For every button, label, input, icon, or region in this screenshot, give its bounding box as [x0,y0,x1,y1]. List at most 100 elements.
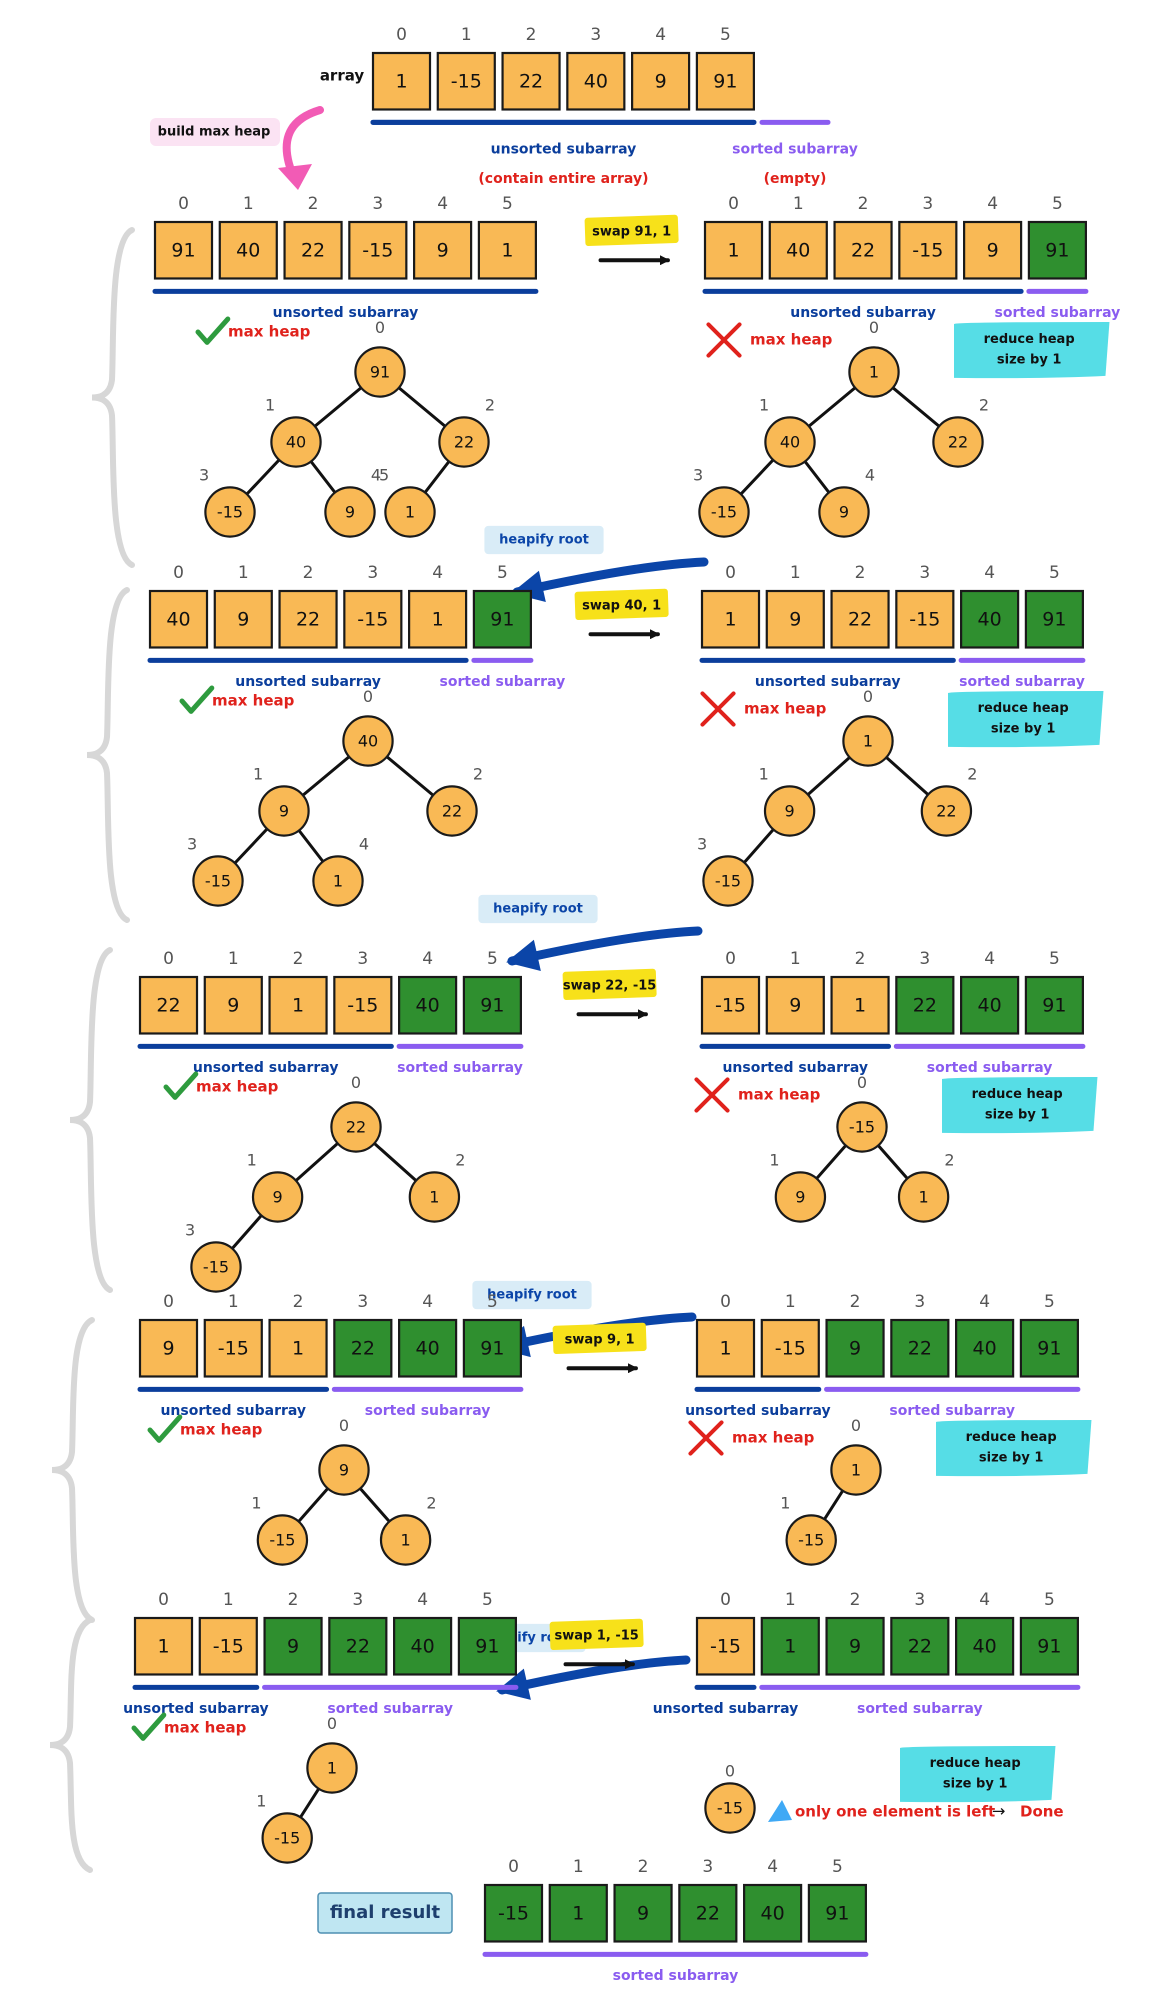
tree-node-value: 1 [333,872,343,891]
array-cell-value: 9 [789,609,801,631]
array-cell [960,975,1020,1035]
tree-index: 1 [759,396,769,415]
array-cell-value: 91 [475,1636,499,1658]
sorted-subarray-label: sorted subarray [889,1403,1015,1419]
array-cell-value: 1 [784,1636,796,1658]
unsorted-subarray-label: unsorted subarray [722,1060,868,1076]
array-index: 5 [832,1857,843,1877]
tree-node-value: 9 [273,1188,283,1207]
tree-node [330,1101,382,1153]
unsorted-subarray-label: unsorted subarray [193,1060,339,1076]
array-cell-value: 1 [727,240,739,262]
array-cell-value: 22 [696,1903,720,1925]
tree-node-value: 9 [785,802,795,821]
reduce-heap-line1: reduce heap [978,701,1069,716]
array-cell [501,51,561,111]
array-index: 4 [417,1590,428,1610]
array-cell-value: 22 [301,240,325,262]
array-index: 0 [725,563,736,583]
tree-node-value: -15 [849,1118,875,1137]
sorted-subarray-label: sorted subarray [397,1060,523,1076]
reduce-heap-line2: size by 1 [979,1450,1043,1465]
heapify-label-bg [484,525,604,555]
array-index: 1 [238,563,249,583]
tree-index: 3 [199,466,209,485]
array-index: 2 [858,194,869,214]
array-cell-value: 40 [584,71,608,93]
not-max-heap-label: max heap [744,700,827,718]
tree-node-value: 22 [346,1118,366,1137]
array-cell-value: 40 [978,995,1002,1017]
array-cell-value: 40 [786,240,810,262]
max-heap-label: max heap [164,1719,247,1737]
array-cell [566,51,626,111]
array-cell-value: 1 [432,609,444,631]
tree-node-value: 22 [442,802,462,821]
tree-node-value: 9 [279,802,289,821]
tree-index: 1 [253,765,263,784]
tree-node [318,1444,370,1496]
brace-path [69,947,113,1293]
array-cell-value: 22 [296,609,320,631]
array-cell [548,1883,608,1943]
contain-entire-label: (contain entire array) [478,171,648,187]
sorted-subarray-label: sorted subarray [959,674,1085,690]
array-cell [765,975,825,1035]
swap-label: swap 22, -15 [563,979,656,994]
array-cell-value: 9 [237,609,249,631]
array-index: 4 [984,949,995,969]
max-heap-label: max heap [212,692,295,710]
cross-icon [706,322,742,358]
tree-node [702,855,754,907]
tree-node [251,1171,304,1223]
tree-index: 3 [693,466,703,485]
tree-node [408,1171,461,1223]
tree-node-value: -15 [269,1531,295,1550]
tree-index: 2 [944,1151,954,1170]
step-brace [69,947,113,1293]
tree-node-value: 91 [370,363,390,382]
array-index: 4 [437,194,448,214]
array-cell-value: 22 [519,71,543,93]
array-cell [268,975,328,1035]
heapify-arrow-head [496,1668,531,1700]
heapify-arrow-curve [507,926,703,966]
tree-node-value: -15 [217,503,243,522]
array-cell [890,1318,950,1378]
heapify-label-bg [472,1280,592,1310]
swap-label: swap 1, -15 [554,1629,638,1644]
cross-stroke [694,1077,730,1113]
only-one-left-label: only one element is left [795,1803,995,1821]
tree-node [312,855,364,907]
not-max-heap-label: max heap [738,1086,821,1104]
array-index: 3 [914,1590,925,1610]
array-index: 4 [987,194,998,214]
heapify-arrow-head [506,939,541,971]
array-cell [462,975,522,1035]
array-index: 4 [979,1292,990,1312]
array-cell [833,220,893,280]
array-cell-value: 40 [236,240,260,262]
tree-index: 0 [351,1073,361,1092]
array-cell-value: -15 [775,1338,806,1360]
tree-node [836,1101,888,1153]
tree-node-value: 9 [345,503,355,522]
array-index: 5 [1049,563,1060,583]
array-index: 5 [1052,194,1063,214]
brace-path [86,587,130,923]
array-cell-value: 1 [501,240,513,262]
swap-badge: swap 9, 1 [552,1322,647,1374]
reduce-heap-line2: size by 1 [985,1107,1049,1122]
array-cell [1019,1616,1079,1676]
array-cell [408,589,468,649]
array-cell-value: 9 [655,71,667,93]
array-index: 1 [223,1590,234,1610]
array-cell [462,1318,522,1378]
array-cell-value: -15 [218,1338,249,1360]
array-index: 3 [922,194,933,214]
